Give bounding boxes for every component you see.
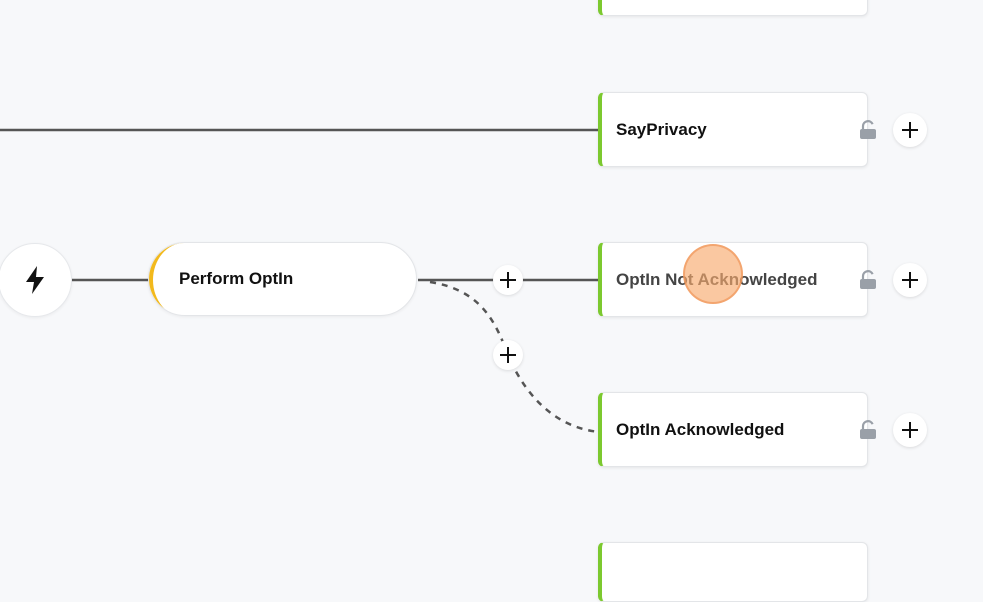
lightning-icon: [26, 266, 44, 294]
add-step-button-sayprivacy[interactable]: [893, 113, 927, 147]
flow-node-top-partial[interactable]: [598, 0, 868, 16]
add-step-button-branch[interactable]: [493, 340, 523, 370]
plus-icon: [500, 347, 516, 363]
trigger-node[interactable]: [0, 243, 72, 317]
plus-icon: [902, 422, 918, 438]
unlock-icon[interactable]: [857, 269, 879, 291]
action-node-perform-optin[interactable]: Perform OptIn: [148, 242, 417, 316]
plus-icon: [902, 122, 918, 138]
unlock-icon[interactable]: [857, 419, 879, 441]
add-step-button-not-acknowledged[interactable]: [893, 263, 927, 297]
flow-node-label: SayPrivacy: [616, 119, 707, 139]
cursor-highlight: [683, 244, 743, 304]
add-step-button-inline[interactable]: [493, 265, 523, 295]
action-accent: [149, 243, 185, 315]
flow-node-bottom-partial[interactable]: [598, 542, 868, 602]
action-node-label: Perform OptIn: [179, 269, 294, 288]
add-step-button-acknowledged[interactable]: [893, 413, 927, 447]
flow-node-optin-acknowledged[interactable]: OptIn Acknowledged: [598, 392, 868, 467]
plus-icon: [902, 272, 918, 288]
unlock-icon[interactable]: [857, 119, 879, 141]
plus-icon: [500, 272, 516, 288]
flow-node-label: OptIn Acknowledged: [616, 419, 785, 439]
flow-node-sayprivacy[interactable]: SayPrivacy: [598, 92, 868, 167]
